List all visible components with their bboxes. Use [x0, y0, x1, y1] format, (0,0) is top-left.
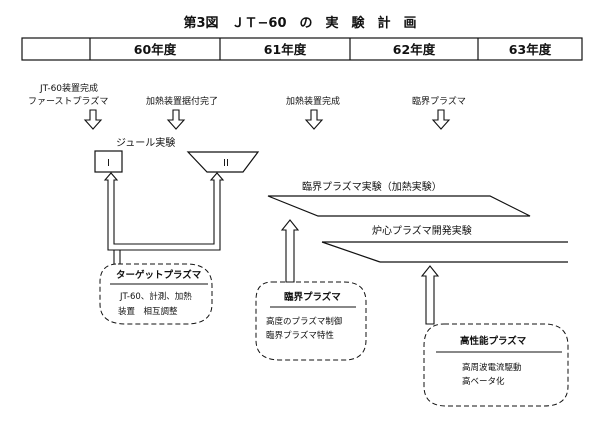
phase-i-label: I	[107, 158, 110, 169]
down-arrow-icon	[83, 109, 103, 130]
phase-ii-label: II	[223, 158, 229, 169]
milestone-first-plasma: ファーストプラズマ	[28, 95, 108, 107]
reactor-experiment-label: 炉心プラズマ開発実験	[372, 224, 472, 237]
target-plasma-line1: JT-60、計測、加熱	[119, 291, 192, 302]
up-arrow-icon	[103, 172, 225, 251]
milestone-jt60-complete: JT-60装置完成	[39, 82, 98, 94]
milestone-heater-installed: 加熱装置据付完了	[146, 95, 218, 107]
year-label-60: 60年度	[134, 42, 177, 57]
figure-title: 第3図 ＪＴ−60 の 実 験 計 画	[183, 15, 416, 31]
target-plasma-callout	[99, 263, 213, 325]
timeline-frame	[21, 37, 583, 61]
up-arrow-icon	[280, 219, 300, 283]
milestone-critical-plasma: 臨界プラズマ	[412, 95, 466, 107]
high-performance-plasma-line2: 高ベータ化	[462, 376, 505, 387]
high-performance-plasma-line1: 高周波電流駆動	[462, 362, 522, 373]
joule-experiment-label: ジュール実験	[116, 136, 175, 149]
timeline-bar: 60年度 61年度 62年度 63年度	[21, 37, 583, 61]
phase-i-box	[94, 150, 123, 173]
high-performance-plasma-title: 高性能プラズマ	[460, 335, 527, 347]
critical-plasma-line2: 臨界プラズマ特性	[266, 330, 334, 341]
year-label-63: 63年度	[509, 42, 552, 57]
critical-plasma-title: 臨界プラズマ	[284, 291, 341, 303]
critical-plasma-line1: 高度のプラズマ制御	[266, 316, 342, 327]
year-label-62: 62年度	[393, 42, 436, 57]
critical-experiment-band	[267, 195, 531, 217]
target-plasma-line2: 装置 相互調整	[118, 306, 178, 317]
year-label-61: 61年度	[264, 42, 307, 57]
critical-experiment-label: 臨界プラズマ実験（加熱実験）	[302, 180, 442, 193]
milestone-heater-complete: 加熱装置完成	[286, 95, 340, 107]
down-arrow-icon	[304, 109, 324, 130]
target-plasma-title: ターゲットプラズマ	[116, 269, 202, 281]
up-arrow-icon	[420, 265, 440, 325]
down-arrow-icon	[431, 109, 451, 130]
critical-plasma-callout	[255, 281, 367, 361]
down-arrow-icon	[166, 109, 186, 130]
high-performance-plasma-callout	[423, 323, 569, 407]
phase-ii-shape	[186, 151, 260, 173]
reactor-band-left	[321, 241, 381, 263]
